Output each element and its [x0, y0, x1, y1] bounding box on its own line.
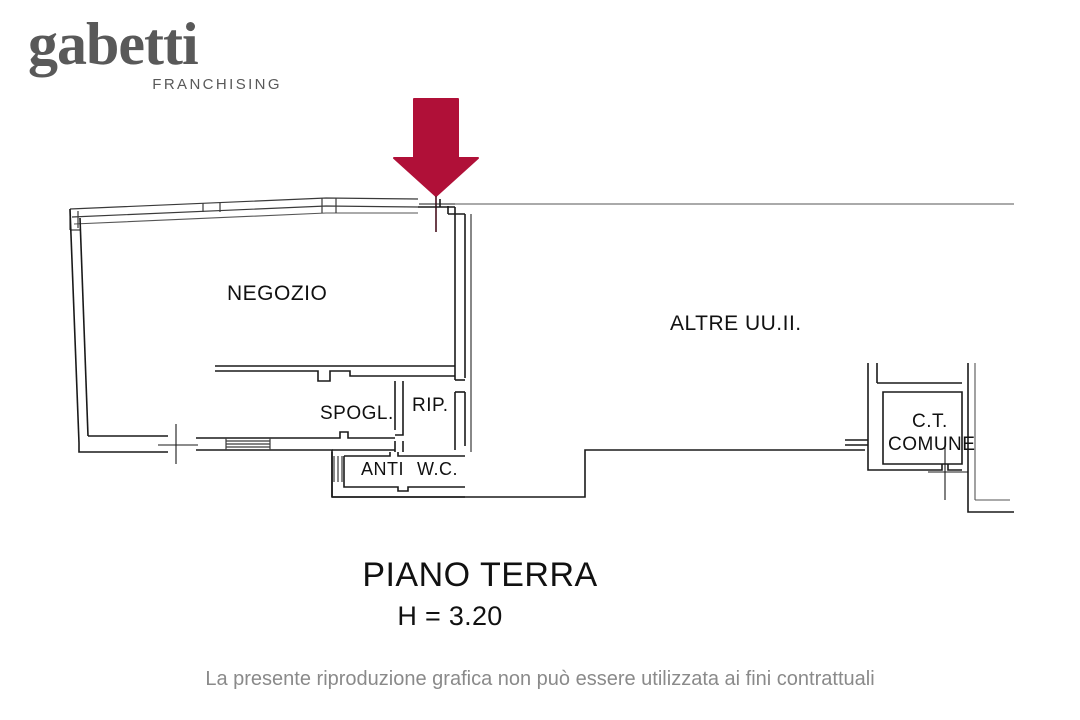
floor-height-label: H = 3.20	[397, 601, 503, 631]
shop-facade-windows	[69, 197, 419, 231]
shop-right-wall	[418, 199, 466, 450]
shop-left-wall	[69, 208, 168, 453]
lower-boundary-wall	[332, 449, 865, 498]
room-label-spogl: SPOGL.	[320, 403, 394, 424]
plan-caption: PIANO TERRA H = 3.20	[0, 556, 1080, 632]
room-label-rip: RIP.	[412, 395, 449, 416]
room-label-altre-uu-ii: ALTRE UU.II.	[670, 312, 802, 335]
room-label-comune: COMUNE	[888, 434, 975, 455]
brand-wordmark: gabetti	[28, 11, 199, 77]
floor-name-label: PIANO TERRA	[362, 556, 598, 594]
spogl-rip-divider	[394, 381, 404, 452]
disclaimer-text: La presente riproduzione grafica non può…	[205, 668, 875, 690]
room-label-negozio: NEGOZIO	[227, 282, 327, 305]
room-label-wc: W.C.	[417, 459, 458, 479]
axis-marks	[158, 196, 455, 464]
room-label-anti: ANTI	[361, 459, 404, 479]
ct-comune-block	[845, 363, 1014, 513]
interior-partition-top	[215, 365, 455, 382]
gabetti-logo: gabetti FRANCHISING	[28, 14, 288, 104]
brand-tagline: FRANCHISING	[152, 76, 282, 93]
room-label-ct: C.T.	[912, 411, 948, 432]
